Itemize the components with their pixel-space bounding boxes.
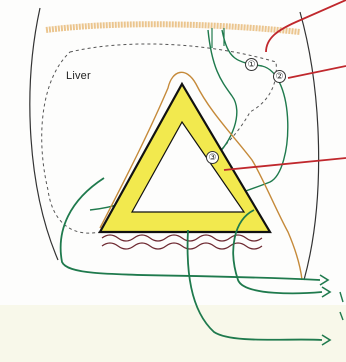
wavy-band-lower xyxy=(102,243,262,249)
red-pointer-2 xyxy=(288,66,346,78)
wavy-band-upper xyxy=(102,235,262,241)
marker-2: ② xyxy=(273,70,286,83)
green-arrowhead-2 xyxy=(322,287,330,297)
band-tick-1 xyxy=(340,292,343,302)
green-arrowhead-1 xyxy=(320,275,328,285)
diaphragm-band xyxy=(46,24,300,32)
right-body-wall xyxy=(300,12,319,280)
band-tick-2 xyxy=(340,312,343,320)
marker-3: ③ xyxy=(206,151,219,164)
liver-label: Liver xyxy=(66,70,91,82)
green-arrowhead-3 xyxy=(322,335,330,345)
red-pointer-3 xyxy=(224,158,346,170)
left-body-wall xyxy=(30,8,58,260)
marker-1: ① xyxy=(245,58,258,71)
red-pointer-1 xyxy=(266,0,346,52)
green-pointer-3 xyxy=(188,230,322,340)
